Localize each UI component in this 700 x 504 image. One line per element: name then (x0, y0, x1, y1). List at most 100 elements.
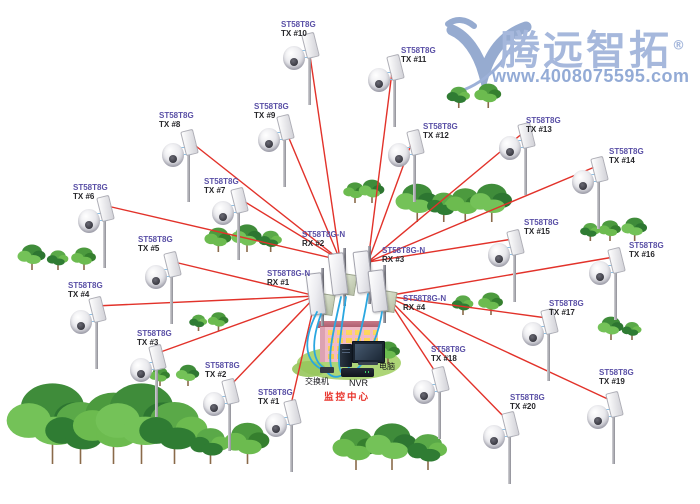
tx-camera-unit-5 (145, 250, 189, 326)
tx-camera-unit-17 (522, 307, 566, 383)
device-model-text: ST58T8G (138, 235, 173, 244)
switch-label: 交换机 (305, 377, 329, 386)
camera-pole (524, 143, 527, 195)
camera-lens-icon (375, 80, 383, 88)
camera-pole (187, 150, 190, 202)
device-id-text: TX #11 (401, 55, 427, 64)
tx-camera-unit-4 (70, 295, 114, 371)
wireless-link-tx11 (367, 63, 394, 263)
camera-pole (597, 177, 600, 229)
device-model-text: ST58T8G-N (302, 230, 346, 239)
device-id-text: TX #10 (281, 29, 307, 38)
wireless-link-tx6 (102, 204, 341, 261)
camera-lens-icon (579, 182, 587, 190)
tree-cluster-11 (332, 423, 448, 470)
tx-camera-unit-19 (587, 390, 631, 466)
wireless-link-tx17 (385, 295, 548, 319)
ptz-dome-camera (522, 322, 544, 346)
ethernet-cable-4 (338, 296, 347, 373)
wireless-link-tx19 (385, 295, 613, 402)
ptz-dome-camera (388, 143, 410, 167)
camera-lens-icon (77, 322, 85, 330)
tree-cluster-2 (343, 179, 385, 203)
device-id-text: TX #7 (204, 186, 226, 195)
ptz-dome-camera (203, 392, 225, 416)
registered-mark: ® (672, 38, 685, 54)
ptz-dome-camera (258, 128, 280, 152)
ptz-dome-camera (78, 209, 100, 233)
device-model-text: ST58T8G (609, 147, 644, 156)
device-id-text: RX #4 (403, 303, 426, 312)
tx-camera-unit-8 (162, 128, 206, 204)
camera-pole (547, 329, 550, 381)
device-id-text: TX #8 (159, 120, 181, 129)
ptz-dome-camera (130, 358, 152, 382)
camera-lens-icon (420, 392, 428, 400)
device-id-text: TX #15 (524, 227, 550, 236)
device-model-text: ST58T8G (254, 102, 289, 111)
ptz-dome-camera (283, 46, 305, 70)
camera-pole (508, 432, 511, 484)
ethernet-cable-1 (306, 311, 324, 371)
camera-lens-icon (495, 255, 503, 263)
device-model-text: ST58T8G (599, 368, 634, 377)
wireless-link-tx7 (236, 196, 341, 261)
camera-pole (155, 365, 158, 417)
camera-lens-icon (596, 273, 604, 281)
device-model-text: ST58T8G (401, 46, 436, 55)
device-id-text: TX #17 (549, 308, 575, 317)
device-model-text: ST58T8G (510, 393, 545, 402)
monitoring-center-title: 监控中心 (324, 392, 371, 403)
tree-cluster-4 (580, 217, 648, 241)
tx-camera-unit-9 (258, 113, 302, 189)
camera-lens-icon (272, 425, 280, 433)
device-model-text: ST58T8G (526, 116, 561, 125)
device-id-text: TX #12 (423, 131, 449, 140)
device-model-text: ST58T8G (281, 20, 316, 29)
wireless-link-tx8 (186, 138, 341, 261)
ptz-dome-camera (265, 413, 287, 437)
tx-camera-unit-10 (283, 31, 327, 107)
device-model-text: ST58T8G (524, 218, 559, 227)
device-id-text: TX #14 (609, 156, 635, 165)
tx-camera-unit-13 (499, 121, 543, 197)
network-switch-device (320, 367, 334, 373)
device-id-text: TX #19 (599, 377, 625, 386)
brand-name: 腾远智拓® (500, 28, 685, 74)
tx-camera-unit-11 (368, 53, 412, 129)
device-id-text: TX #4 (68, 290, 90, 299)
wireless-link-tx9 (282, 123, 341, 261)
device-id-text: TX #20 (510, 402, 536, 411)
device-model-text: ST58T8G-N (382, 246, 426, 255)
ptz-dome-camera (70, 310, 92, 334)
device-model-text: ST58T8G (137, 329, 172, 338)
camera-pole (170, 272, 173, 324)
device-model-text: ST58T8G (205, 361, 240, 370)
nvr-label: NVR (349, 378, 369, 388)
ptz-dome-camera (145, 265, 167, 289)
ptz-dome-camera (488, 243, 510, 267)
ptz-dome-camera (587, 405, 609, 429)
tx-camera-unit-18 (413, 365, 457, 441)
camera-pole (612, 412, 615, 464)
camera-pole (290, 420, 293, 472)
device-model-text: ST58T8G (549, 299, 584, 308)
camera-lens-icon (219, 213, 227, 221)
camera-lens-icon (395, 155, 403, 163)
rx-antenna-unit-1 (305, 266, 336, 328)
